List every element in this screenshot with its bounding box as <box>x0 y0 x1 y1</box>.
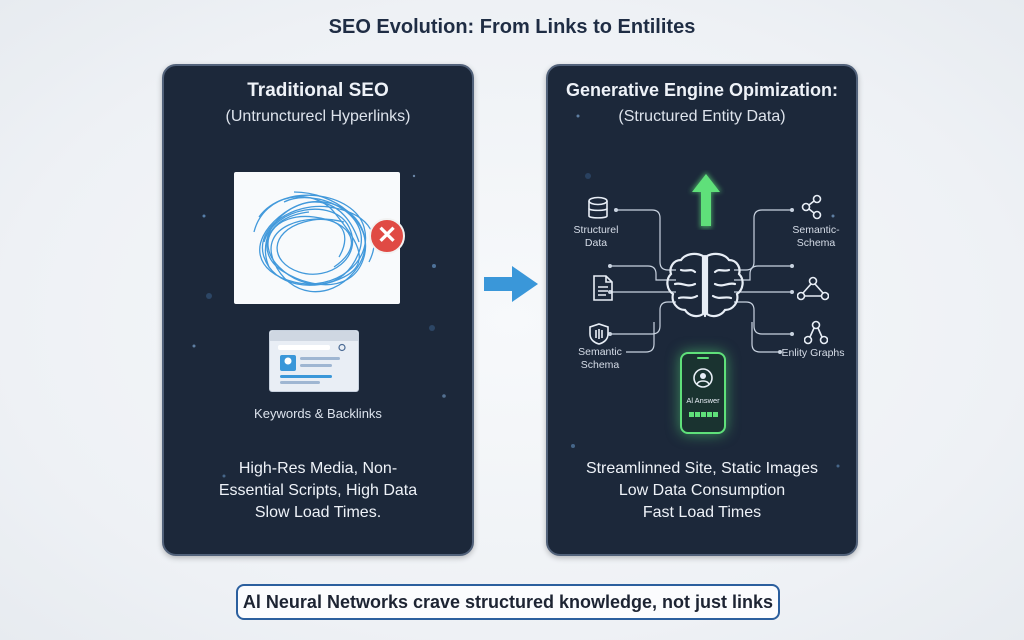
database-icon <box>588 196 608 219</box>
brain-icon <box>666 252 744 318</box>
right-bottom-line-1: Streamlinned Site, Static Images <box>585 460 819 477</box>
document-icon <box>593 275 613 301</box>
semantic-schema-right-label: Semantic- Schema <box>792 224 840 249</box>
connector-lines <box>608 208 794 354</box>
left-bottom-line-1: High-Res Media, Non- <box>238 460 398 477</box>
semantic-schema-left-label: Semantic Schema <box>578 346 622 371</box>
structured-data-label: Structurel Data <box>573 224 619 249</box>
arrow-right-icon <box>484 266 538 302</box>
tangled-links-icon <box>253 191 375 293</box>
right-panel-subheading: (Structured Entity Data) <box>618 108 786 125</box>
right-panel-heading: Generative Engine Opimization: <box>565 80 839 100</box>
right-bottom-line-2: Low Data Consumption <box>618 482 786 499</box>
ai-answer-label: Al Answer <box>686 396 720 405</box>
keywords-caption: Keywords & Backlinks <box>254 406 382 421</box>
page-title: SEO Evolution: From Links to Entilites <box>328 16 696 38</box>
graph-icon <box>797 276 829 301</box>
phone-icon: Al Answer <box>680 352 726 434</box>
star-background <box>192 174 446 478</box>
callout-banner: Al Neural Networks crave structured know… <box>236 584 780 620</box>
left-panel-subheading: (Untruncturecl Hyperlinks) <box>225 108 411 125</box>
browser-content-icon <box>278 343 346 384</box>
left-bottom-line-2: Essential Scripts, High Data <box>218 482 418 499</box>
geo-panel: Generative Engine Opimization: (Structur… <box>546 64 858 556</box>
browser-icon <box>269 330 359 392</box>
shield-icon <box>589 323 609 345</box>
star-background <box>571 114 840 468</box>
x-mark-icon: ✕ <box>369 218 405 254</box>
left-bottom-line-3: Slow Load Times. <box>254 504 382 521</box>
traditional-seo-panel: Traditional SEO (Untruncturecl Hyperlink… <box>162 64 474 556</box>
network-icon <box>801 194 822 220</box>
hierarchy-icon <box>804 320 828 345</box>
left-panel-heading: Traditional SEO <box>247 80 389 101</box>
right-bottom-line-3: Fast Load Times <box>642 504 762 521</box>
arrow-up-icon <box>690 172 722 228</box>
avatar-icon <box>689 357 718 417</box>
entity-graphs-label: Enlity Graphs <box>781 347 845 359</box>
